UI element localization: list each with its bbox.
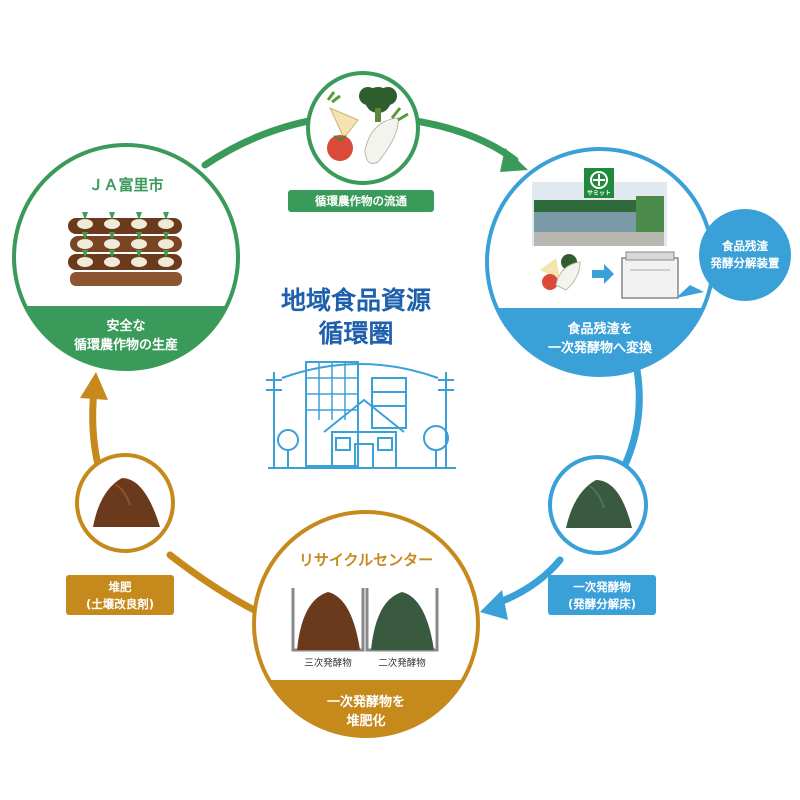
fermenter-machine-icon	[621, 251, 679, 299]
second-fermentation-label: 二次発酵物	[378, 657, 426, 669]
arrow-store-to-primary	[621, 366, 643, 469]
compost-circle	[75, 453, 175, 553]
arrowhead-orange	[80, 372, 108, 400]
arrow-compost-to-ja	[89, 386, 102, 469]
compost-tag-line1: 堆肥	[109, 580, 132, 594]
food-scraps-icon	[540, 254, 581, 291]
bubble-line1: 食品残渣	[722, 239, 768, 253]
store-band-line1: 食品残渣を	[567, 321, 632, 337]
ja-title: ＪＡ富里市	[88, 176, 163, 194]
primary-tag-line2: (発酵分解床)	[568, 597, 636, 611]
city-illustration-icon	[266, 361, 456, 469]
vegetables-icon	[326, 87, 409, 164]
arrow-ja-to-store-tail	[406, 116, 519, 164]
field-rows-icon	[68, 212, 182, 286]
recycle-band-line1: 一次発酵物を	[327, 694, 405, 710]
third-fermentation-label: 三次発酵物	[304, 657, 352, 669]
compost-tag-line2: (土壌改良剤)	[86, 597, 154, 611]
ja-node: ＪＡ富里市 安全な 循環農作物の生産	[12, 143, 240, 371]
center-title-line1: 地域食品資源	[281, 286, 431, 315]
arrow-right-icon	[592, 264, 614, 284]
recycle-node: リサイクルセンター 三次発酵物 二次発酵物 一次発酵物を 堆肥化	[252, 510, 480, 738]
summit-sign: サミット	[587, 190, 611, 197]
primary-pile-icon	[566, 480, 632, 528]
summit-logo-icon: サミット	[584, 168, 614, 198]
primary-tag-line1: 一次発酵物	[573, 580, 631, 594]
second-fermentation-bin-icon	[365, 588, 439, 652]
bubble-line2: 発酵分解装置	[710, 256, 780, 270]
distribution-tag: 循環農作物の流通	[288, 190, 434, 212]
primary-circle	[548, 455, 648, 555]
center-title-line2: 循環圏	[318, 319, 393, 348]
fermenter-bubble: 食品残渣 発酵分解装置	[676, 209, 791, 301]
arrowhead-blue	[480, 590, 508, 620]
recycle-title: リサイクルセンター	[299, 551, 433, 569]
arrowhead-green	[500, 148, 528, 172]
recycle-band-line2: 堆肥化	[346, 713, 385, 729]
ja-band-line2: 循環農作物の生産	[74, 337, 178, 353]
vegetables-circle	[306, 71, 420, 185]
compost-tag: 堆肥 (土壌改良剤)	[66, 575, 174, 615]
ja-band-line1: 安全な	[106, 318, 145, 334]
store-band-line2: 一次発酵物へ変換	[548, 340, 653, 356]
store-node: サミット 食品残渣を 一次発酵物へ変換	[485, 147, 715, 377]
compost-pile-icon	[93, 478, 160, 527]
third-fermentation-bin-icon	[291, 588, 365, 652]
arrow-recycle-to-compost	[166, 551, 262, 616]
distribution-label: 循環農作物の流通	[314, 194, 407, 208]
primary-tag: 一次発酵物 (発酵分解床)	[548, 575, 656, 615]
